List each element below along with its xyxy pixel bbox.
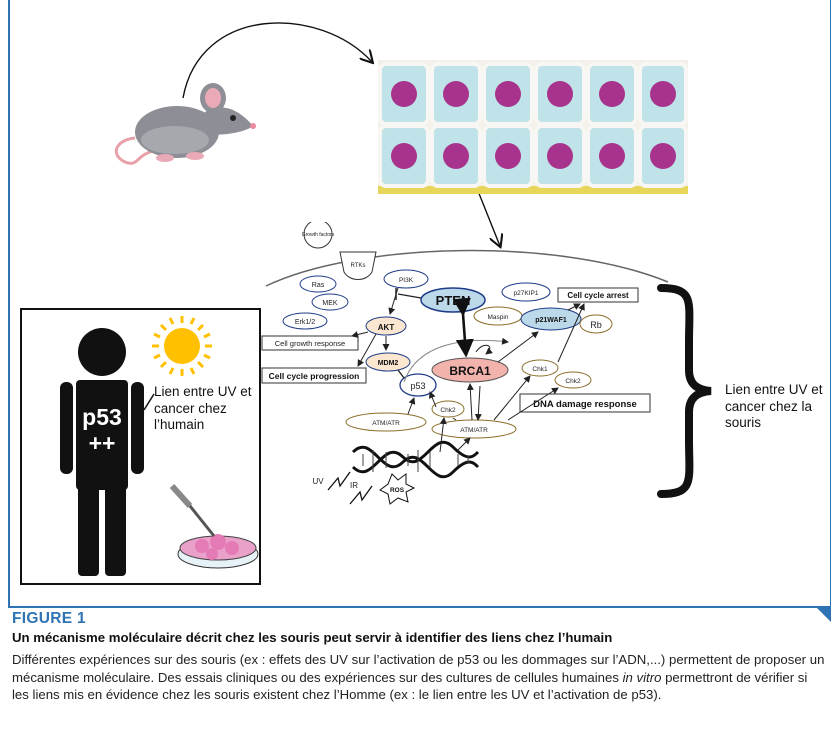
curly-brace [657,284,712,498]
chk2-right-node [554,371,592,389]
p53-badge: p53 ++ [76,404,128,456]
cell-growth-label: Cell growth response [275,339,345,348]
p27-label: p27KIP1 [514,290,539,297]
p53-label: p53 [410,381,425,391]
cell-cycle-arrest-box [557,287,639,303]
cell-membrane [265,249,669,287]
pten-label: PTEN [436,293,471,308]
caption-divider [8,606,831,608]
ros-label: ROS [390,487,405,494]
erk-label: Erk1/2 [295,319,315,326]
ir-label: IR [350,481,358,490]
ras-node [299,275,337,293]
atm-right-label: ATM/ATR [460,427,488,434]
p21-label: p21WAF1 [535,317,567,324]
mek-node [311,293,349,311]
chk2-left-node [431,400,465,418]
sun-ray-arrow [143,393,155,411]
caption-corner-mark [815,606,831,622]
p53-badge-text: p53 [82,404,122,430]
frame-right-border [830,0,831,606]
atm-right-node [431,419,517,439]
ras-label: Ras [312,282,325,289]
rb-node [579,314,613,334]
caption-text-italic: in vitro [622,669,662,685]
chk2-right-label: Chk2 [565,378,581,385]
brca1-label: BRCA1 [449,364,491,378]
pi3k-label: PI3K [399,277,414,284]
human-illustration [60,316,259,576]
ros-burst [379,473,416,505]
human-link-label: Lien entre UV et cancer chez l’humain [154,384,252,432]
erk-node [282,312,328,330]
figure-subtitle: Un mécanisme moléculaire décrit chez les… [12,630,613,645]
signaling-pathway-diagram: Growth factors RTKs Ras MEK Erk1/2 PI3K … [261,222,669,505]
p53-badge-plus: ++ [88,430,116,456]
atm-left-label: ATM/ATR [372,420,400,427]
p53-node [399,373,437,397]
akt-node [365,316,407,336]
figure-title: FIGURE 1 [12,610,86,627]
tissue-to-pathway-arrow [475,185,500,246]
human-panel: p53 ++ [20,308,261,585]
person-figure [60,328,144,576]
uv-lightning-icon [327,471,351,491]
dna-damage-box [519,393,651,413]
chk2-left-label: Chk2 [440,407,456,414]
mdm2-label: MDM2 [378,360,399,367]
cell-cycle-progression-label: Cell cycle progression [269,371,360,381]
p27-node [501,282,551,302]
mouse-link-label: Lien entre UV et cancer chez la souris [725,382,823,430]
tissue-cells-illustration [378,60,688,194]
mek-label: MEK [322,300,338,307]
chk1-label: Chk1 [532,366,548,373]
p21-node [520,307,582,331]
connector-arrows [182,22,839,606]
figure-caption-body: Différentes expériences sur des souris (… [12,651,827,704]
rb-label: Rb [590,320,602,330]
atm-left-node [345,412,427,432]
pi3k-node [383,269,429,289]
rtks-receptor [339,251,377,280]
frame-left-border [8,0,10,606]
chk1-node [521,359,559,377]
maspin-label: Maspin [488,314,509,321]
mdm2-node [365,352,411,372]
growth-factors-label: Growth factors [302,232,335,238]
uv-label: UV [312,477,324,486]
mouse-illustration [114,83,256,165]
cell-cycle-progression-box [261,367,367,384]
caption-text-part1: Différentes expériences sur des souris (… [12,652,825,685]
growth-factors-node [303,222,333,249]
mouse-to-tissue-arrow [182,22,372,99]
rtks-label: RTKs [351,263,366,269]
brca1-node [431,357,509,383]
akt-label: AKT [378,323,395,332]
cell-growth-box [261,335,359,351]
dna-damage-label: DNA damage response [533,399,637,410]
petri-dish-icon [169,483,259,569]
ir-lightning-icon [349,485,373,505]
dna-helix [351,440,480,479]
cell-cycle-arrest-label: Cell cycle arrest [567,291,629,300]
caption-text-part2: permettront de vérifier si les liens mis… [12,669,808,703]
sun-icon [152,316,212,376]
